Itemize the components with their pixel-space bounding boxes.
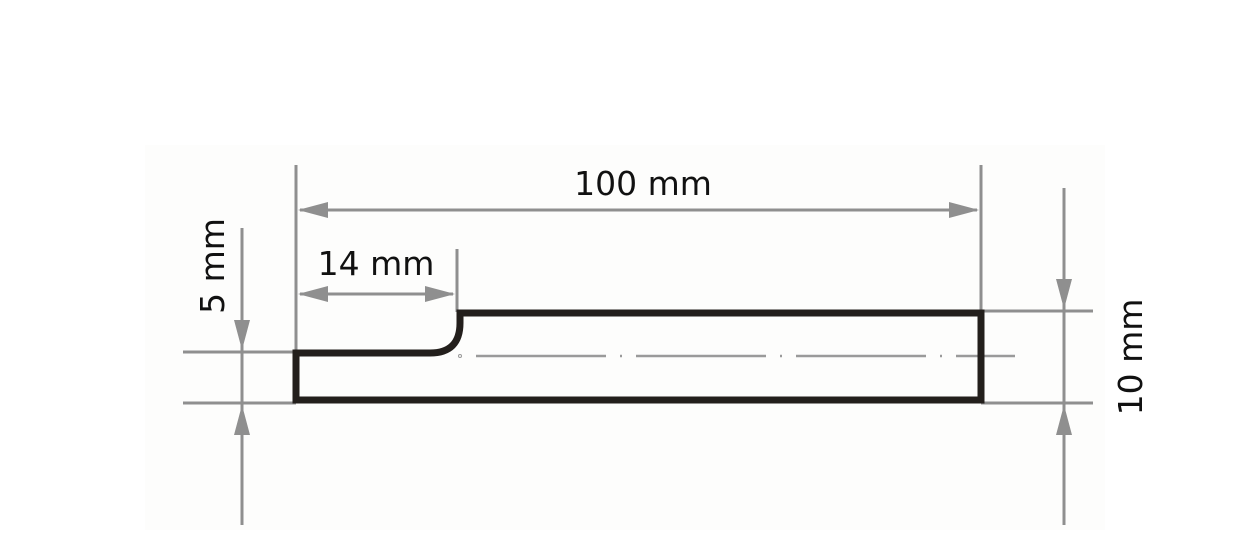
step-length-label: 14 mm [318,244,435,283]
step-height-label: 5 mm [193,218,232,314]
centerline [458,354,1015,358]
overall-length-label: 100 mm [574,164,712,203]
arrow-down-icon [234,320,250,350]
dimension-step-length: 14 mm [298,244,455,302]
dimension-total-height: 10 mm [1056,188,1150,525]
total-height-label: 10 mm [1111,299,1150,416]
arrow-left-icon [298,286,328,302]
dimension-step-height: 5 mm [193,218,250,525]
arrow-left-icon [298,202,328,218]
arrow-right-icon [425,286,455,302]
extension-lines [183,165,1093,405]
arrow-up-icon [1056,405,1072,435]
arrow-down-icon [1056,279,1072,309]
arrow-right-icon [949,202,979,218]
arrow-up-icon [234,405,250,435]
part-outline [292,309,985,404]
dimension-overall-length: 100 mm [298,164,979,218]
